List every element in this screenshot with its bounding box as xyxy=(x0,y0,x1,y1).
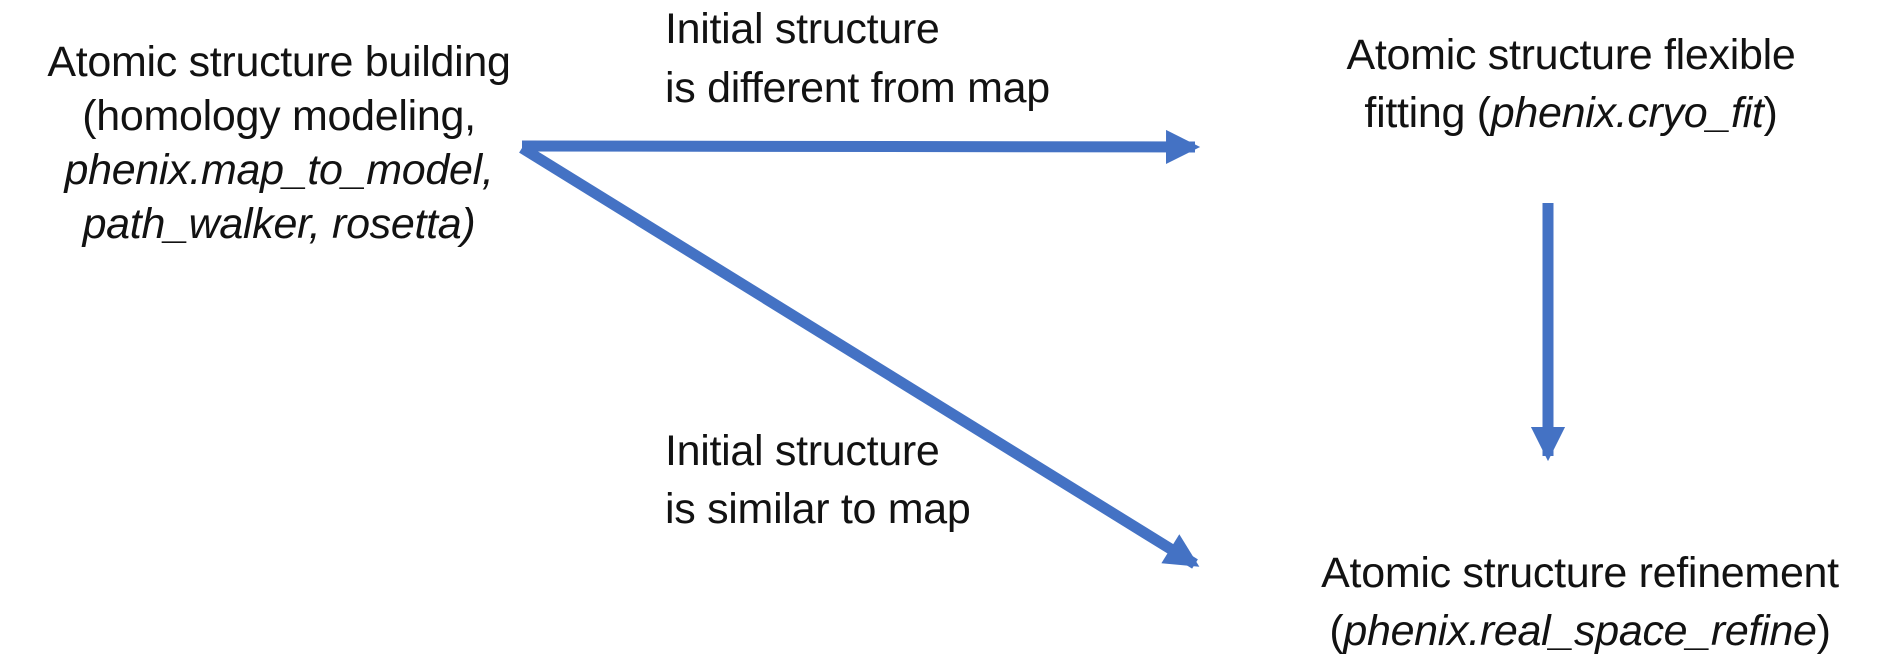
text-line: phenix.map_to_model, xyxy=(64,146,494,194)
node-atomic-structure-flexible-fitting: Atomic structure flexible fitting (pheni… xyxy=(1301,26,1841,142)
text-segment: fitting ( xyxy=(1364,89,1491,137)
text-line: Initial structure xyxy=(665,427,940,475)
text-segment: ) xyxy=(1816,607,1831,655)
arrow-building-to-refinement xyxy=(519,143,1200,569)
text-line: Atomic structure refinement xyxy=(1321,549,1839,597)
text-line: is similar to map xyxy=(665,485,971,533)
label-initial-structure-different: Initial structure is different from map xyxy=(665,0,1050,118)
text-segment-italic: phenix.real_space_refine xyxy=(1343,607,1817,655)
text-line: Atomic structure flexible xyxy=(1346,31,1796,79)
text-line: is different from map xyxy=(665,64,1050,112)
arrow-building-to-flexible-fitting xyxy=(521,129,1201,165)
text-line: (phenix.real_space_refine) xyxy=(1285,602,1875,660)
text-line: path_walker, rosetta) xyxy=(82,200,476,248)
text-segment: ) xyxy=(1763,89,1778,137)
node-atomic-structure-building: Atomic structure building (homology mode… xyxy=(0,35,558,251)
text-line: fitting (phenix.cryo_fit) xyxy=(1301,84,1841,142)
text-line: (homology modeling, xyxy=(82,92,476,140)
text-line: Initial structure xyxy=(665,5,940,53)
text-segment: ( xyxy=(1329,607,1344,655)
node-atomic-structure-refinement: Atomic structure refinement (phenix.real… xyxy=(1285,544,1875,660)
label-initial-structure-similar: Initial structure is similar to map xyxy=(665,422,971,538)
text-line: Atomic structure building xyxy=(47,38,511,86)
text-segment-italic: phenix.cryo_fit xyxy=(1490,89,1764,137)
